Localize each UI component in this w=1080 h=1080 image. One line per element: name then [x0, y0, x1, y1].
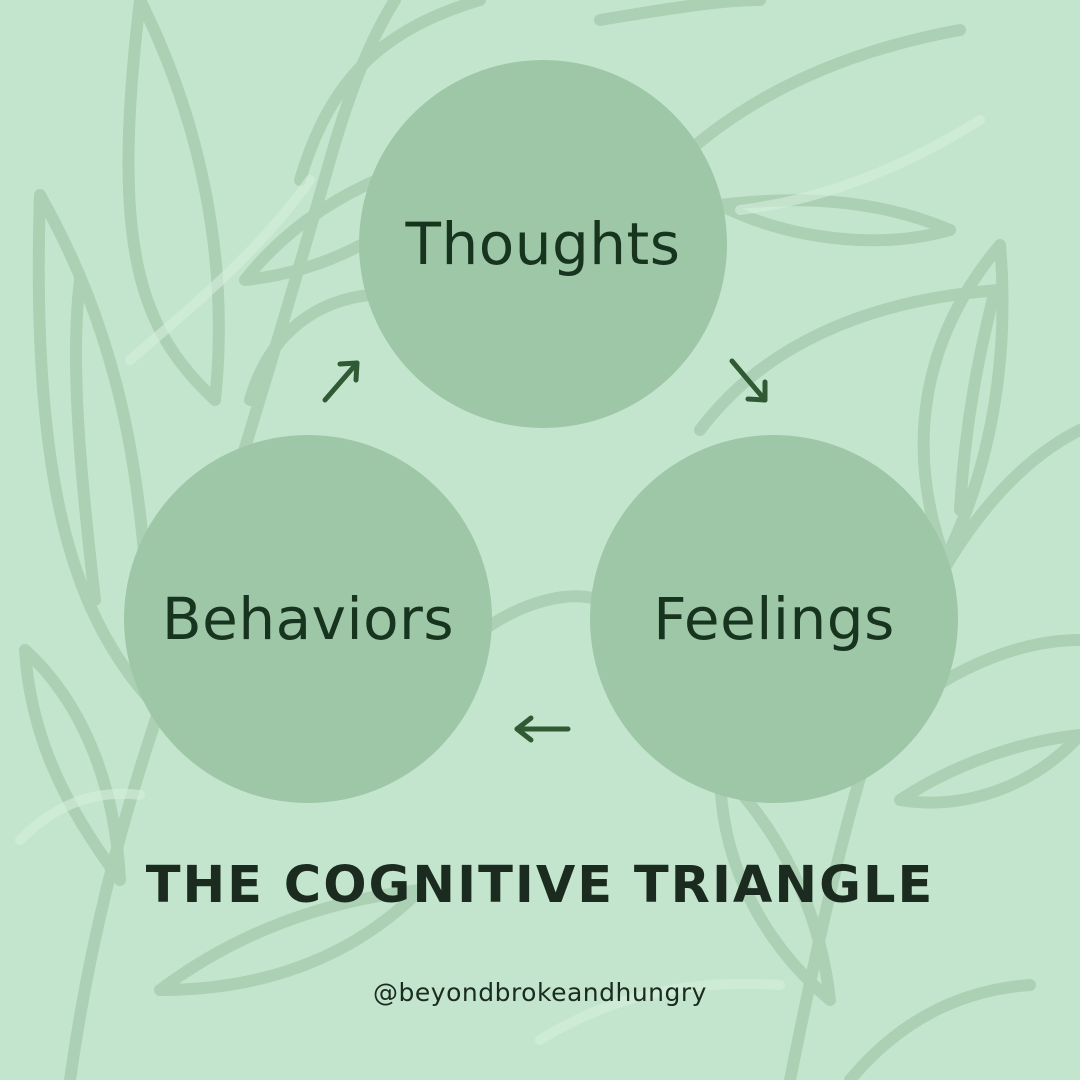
- arrow-thoughts-to-feelings: [729, 358, 768, 403]
- feelings-label: Feelings: [653, 585, 895, 653]
- arrow-behaviors-to-thoughts: [322, 360, 360, 403]
- behaviors-label: Behaviors: [161, 585, 455, 653]
- diagram-title: THE COGNITIVE TRIANGLE: [145, 856, 935, 915]
- thoughts-label: Thoughts: [405, 210, 681, 278]
- arrow-feelings-to-behaviors: [514, 715, 571, 743]
- behaviors-node: Behaviors: [124, 435, 492, 803]
- thoughts-node: Thoughts: [359, 60, 727, 428]
- feelings-node: Feelings: [590, 435, 958, 803]
- social-handle: @beyondbrokeandhungry: [373, 978, 707, 1007]
